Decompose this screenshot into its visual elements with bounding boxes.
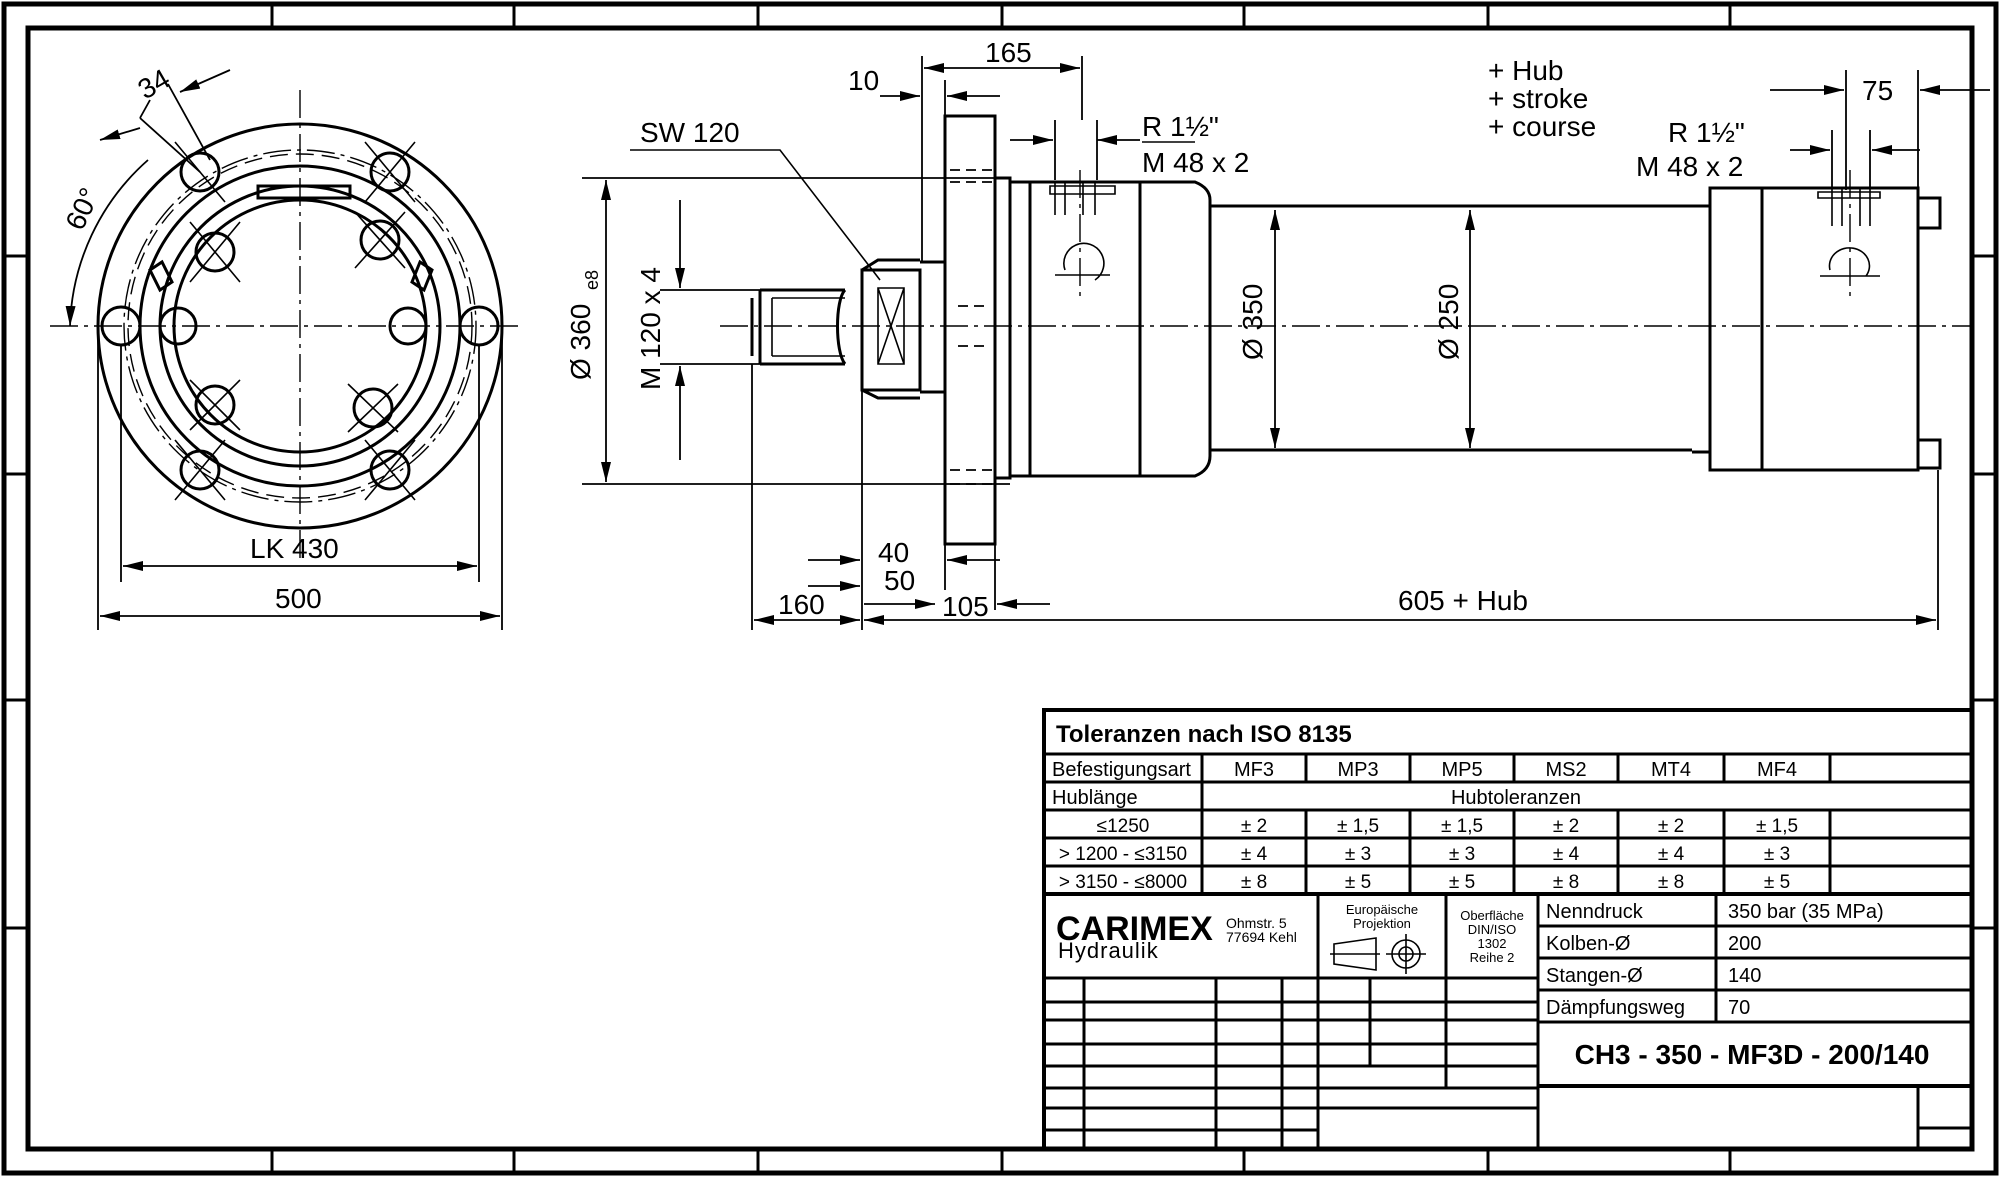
projection-line-2: Projektion bbox=[1353, 916, 1411, 931]
cylinder-side-view: Ø 360 e8 M 120 x 4 SW 120 Ø 350 Ø 250 16… bbox=[565, 37, 1990, 630]
spec-value: 70 bbox=[1728, 997, 1750, 1019]
surface-line-1: Oberfläche bbox=[1460, 908, 1524, 923]
spec-value: 140 bbox=[1728, 965, 1761, 987]
mount-type-label: Befestigungsart bbox=[1052, 759, 1191, 781]
dim-r-left: R 1½" bbox=[1142, 111, 1219, 142]
title-block: CARIMEX Hydraulik Ohmstr. 5 77694 Kehl E… bbox=[1042, 892, 1974, 1151]
dim-105: 105 bbox=[942, 591, 989, 622]
mount-header: MS2 bbox=[1545, 759, 1586, 781]
surface-line-2: DIN/ISO bbox=[1468, 922, 1516, 937]
dim-605-hub: 605 + Hub bbox=[1398, 585, 1528, 616]
dim-m48-left: M 48 x 2 bbox=[1142, 147, 1249, 178]
mount-header: MF3 bbox=[1234, 759, 1274, 781]
dim-m48-right: M 48 x 2 bbox=[1636, 151, 1743, 182]
dim-165: 165 bbox=[985, 37, 1032, 68]
stroke-length-label: Hublänge bbox=[1052, 787, 1138, 809]
mount-header: MF4 bbox=[1757, 759, 1797, 781]
mount-header: MP3 bbox=[1337, 759, 1378, 781]
surface-line-4: Reihe 2 bbox=[1470, 950, 1515, 965]
surface-line-3: 1302 bbox=[1478, 936, 1507, 951]
tolerance-range: > 3150 - ≤8000 bbox=[1059, 872, 1187, 893]
spec-label: Stangen-Ø bbox=[1546, 965, 1643, 987]
tolerance-value: ± 8 bbox=[1241, 872, 1267, 893]
note-stroke: + stroke bbox=[1488, 83, 1588, 114]
company-city: 77694 Kehl bbox=[1226, 929, 1297, 945]
spec-label: Dämpfungsweg bbox=[1546, 997, 1685, 1019]
stroke-tolerance-label: Hubtoleranzen bbox=[1451, 787, 1581, 809]
dim-r-right: R 1½" bbox=[1668, 117, 1745, 148]
tolerance-value: ± 3 bbox=[1345, 844, 1371, 865]
projection-line-1: Europäische bbox=[1346, 902, 1418, 917]
dim-34: 34 bbox=[133, 63, 175, 105]
tolerance-value: ± 2 bbox=[1241, 816, 1267, 837]
dim-m120: M 120 x 4 bbox=[635, 267, 666, 390]
tolerance-value: ± 8 bbox=[1553, 872, 1579, 893]
tolerance-value: ± 2 bbox=[1553, 816, 1579, 837]
mount-header: MP5 bbox=[1441, 759, 1482, 781]
tolerance-value: ± 5 bbox=[1764, 872, 1790, 893]
tolerance-value: ± 4 bbox=[1241, 844, 1268, 865]
spec-value: 200 bbox=[1728, 933, 1761, 955]
dim-lk-430: LK 430 bbox=[250, 533, 339, 564]
mount-header: MT4 bbox=[1651, 759, 1691, 781]
dim-dia-350: Ø 350 bbox=[1237, 284, 1268, 360]
company-sub: Hydraulik bbox=[1058, 938, 1159, 963]
note-hub: + Hub bbox=[1488, 55, 1564, 86]
tolerance-value: ± 4 bbox=[1658, 844, 1685, 865]
tolerance-value: ± 2 bbox=[1658, 816, 1684, 837]
tolerance-value: ± 4 bbox=[1553, 844, 1580, 865]
spec-value: 350 bar (35 MPa) bbox=[1728, 901, 1884, 923]
dim-10: 10 bbox=[848, 65, 879, 96]
part-number: CH3 - 350 - MF3D - 200/140 bbox=[1575, 1039, 1930, 1070]
dim-40: 40 bbox=[878, 537, 909, 568]
dim-75: 75 bbox=[1862, 75, 1893, 106]
tolerance-title: Toleranzen nach ISO 8135 bbox=[1056, 721, 1352, 748]
tolerance-value: ± 8 bbox=[1658, 872, 1684, 893]
tolerance-value: ± 1,5 bbox=[1441, 816, 1483, 837]
dim-160: 160 bbox=[778, 589, 825, 620]
dim-sw-120: SW 120 bbox=[640, 117, 740, 148]
flange-end-view: 34 60° LK 430 500 bbox=[50, 63, 520, 630]
dim-dia-360-tol: e8 bbox=[582, 270, 602, 290]
tolerance-value: ± 1,5 bbox=[1756, 816, 1798, 837]
tolerance-value: ± 5 bbox=[1449, 872, 1475, 893]
note-course: + course bbox=[1488, 111, 1596, 142]
dim-60-deg: 60° bbox=[59, 183, 105, 234]
tolerance-value: ± 1,5 bbox=[1337, 816, 1379, 837]
tolerance-value: ± 5 bbox=[1345, 872, 1371, 893]
company-street: Ohmstr. 5 bbox=[1226, 915, 1287, 931]
dim-50: 50 bbox=[884, 565, 915, 596]
dim-dia-250: Ø 250 bbox=[1433, 284, 1464, 360]
company-name: CARIMEX bbox=[1056, 910, 1213, 948]
tolerance-table: Toleranzen nach ISO 8135 Befestigungsart… bbox=[1042, 708, 1974, 896]
spec-label: Kolben-Ø bbox=[1546, 933, 1631, 955]
dim-dia-360: Ø 360 bbox=[565, 304, 596, 380]
tolerance-range: ≤1250 bbox=[1097, 816, 1150, 837]
tolerance-value: ± 3 bbox=[1764, 844, 1790, 865]
tolerance-value: ± 3 bbox=[1449, 844, 1475, 865]
spec-label: Nenndruck bbox=[1546, 901, 1644, 923]
projection-symbol-icon bbox=[1330, 934, 1426, 974]
dim-500: 500 bbox=[275, 583, 322, 614]
tolerance-range: > 1200 - ≤3150 bbox=[1059, 844, 1187, 865]
